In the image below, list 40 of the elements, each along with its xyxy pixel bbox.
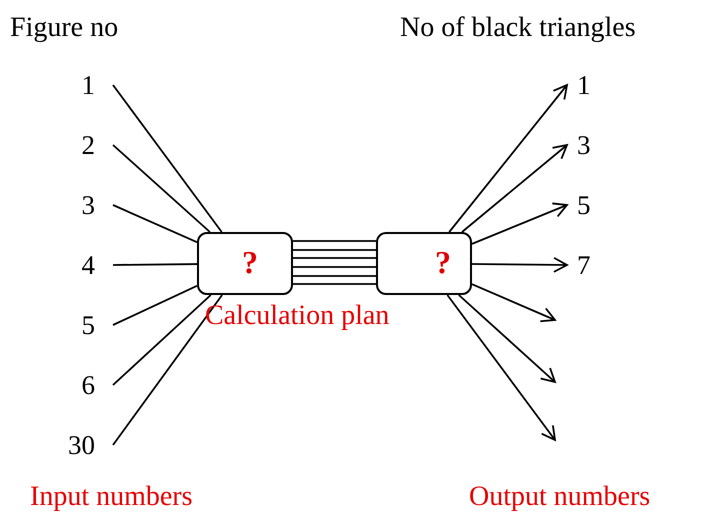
caption-text: Input numbers — [30, 481, 193, 513]
question-mark: ? — [435, 243, 451, 282]
output-number: 3 — [577, 130, 590, 160]
connector-line — [112, 84, 222, 233]
input-number: 2 — [82, 130, 95, 160]
input-number: 6 — [82, 370, 95, 400]
input-number: 4 — [82, 250, 95, 280]
connector-line — [293, 266, 376, 268]
connector-line — [113, 263, 197, 266]
output-number: 7 — [577, 250, 590, 280]
arrow — [458, 294, 556, 383]
output-number: 1 — [577, 70, 590, 100]
output-number: 5 — [577, 190, 590, 220]
input-number: 30 — [68, 430, 95, 460]
connector-line — [112, 285, 198, 326]
connector-line — [293, 283, 376, 285]
connector-line — [293, 275, 376, 277]
caption-text: Calculation plan — [205, 300, 390, 332]
column-heading: Figure no — [10, 12, 118, 44]
connector-line — [112, 144, 211, 233]
calculation-box — [197, 232, 293, 295]
connector-line — [293, 249, 376, 251]
connector-line — [112, 204, 198, 244]
connector-line — [112, 294, 212, 386]
arrow — [448, 84, 568, 233]
arrow — [472, 202, 568, 245]
calculation-box — [376, 232, 472, 295]
connector-line — [112, 294, 223, 446]
input-number: 1 — [82, 70, 95, 100]
question-mark: ? — [242, 243, 258, 282]
input-number: 3 — [82, 190, 95, 220]
arrow — [472, 256, 568, 273]
arrow — [446, 294, 556, 441]
connector-line — [293, 257, 376, 259]
arrow — [461, 144, 568, 233]
input-number: 5 — [82, 310, 95, 340]
arrow — [472, 283, 556, 322]
connector-line — [293, 240, 376, 242]
column-heading: No of black triangles — [400, 12, 636, 44]
caption-text: Output numbers — [469, 481, 650, 513]
